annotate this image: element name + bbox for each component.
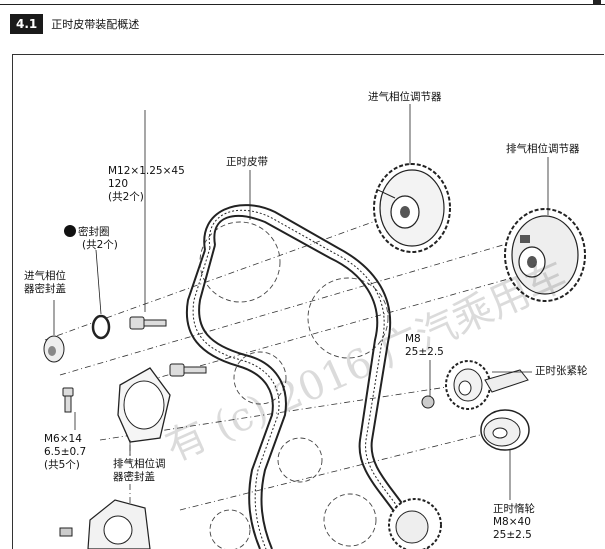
top-corner-mark bbox=[593, 0, 601, 4]
label-m8-spec: M8 25±2.5 bbox=[405, 333, 444, 359]
section-title: 正时皮带装配概述 bbox=[51, 18, 140, 31]
label-m6-size: M6×14 bbox=[44, 433, 82, 445]
diagram-frame bbox=[12, 54, 604, 549]
label-intake-cover-l2: 器密封盖 bbox=[24, 283, 66, 295]
leader-lines bbox=[74, 104, 549, 500]
m12-bolt-upper-graphic bbox=[129, 110, 167, 330]
exhaust-cover-graphic bbox=[117, 367, 171, 456]
label-m8-torque: 25±2.5 bbox=[405, 346, 444, 358]
label-seal-ring: 密封圈 (共2个) bbox=[64, 225, 118, 252]
crank-sprocket-graphic bbox=[388, 498, 442, 549]
tensioner-graphic bbox=[421, 360, 529, 410]
label-idler-name: 正时惰轮 bbox=[493, 503, 535, 515]
label-m12-bolt-torque: 120 bbox=[108, 178, 129, 190]
label-timing-belt: 正时皮带 bbox=[226, 156, 268, 168]
label-idler: 正时惰轮 M8×40 25±2.5 bbox=[493, 503, 535, 542]
label-m12-bolt-qty: (共2个) bbox=[108, 191, 144, 203]
label-exhaust-phaser: 排气相位调节器 bbox=[506, 143, 580, 155]
exhaust-phaser-graphic bbox=[504, 208, 586, 302]
label-exhaust-cover-l1: 排气相位调 bbox=[113, 458, 166, 470]
timing-belt-graphic bbox=[185, 204, 429, 549]
m12-bolt-lower-graphic bbox=[169, 363, 207, 377]
label-m6-qty: (共5个) bbox=[44, 459, 80, 471]
label-idler-size: M8×40 bbox=[493, 516, 531, 528]
label-intake-cover: 进气相位 器密封盖 bbox=[24, 270, 66, 296]
idler-graphic bbox=[480, 409, 530, 451]
water-pump-graphic bbox=[59, 499, 151, 549]
label-exhaust-cover-l2: 器密封盖 bbox=[113, 471, 155, 483]
section-number-badge: 4.1 bbox=[10, 14, 44, 34]
label-m8-size: M8 bbox=[405, 333, 421, 345]
label-m12-bolt-spec: M12×1.25×45 120 (共2个) bbox=[108, 165, 185, 204]
label-tensioner: 正时张紧轮 bbox=[535, 365, 588, 377]
top-rule bbox=[0, 4, 605, 5]
section-header: 4.1 正时皮带装配概述 bbox=[10, 13, 139, 35]
intake-cover-graphic bbox=[43, 300, 65, 363]
seal-ring-graphic bbox=[91, 249, 111, 340]
label-seal-ring-name: 密封圈 bbox=[78, 226, 110, 238]
label-intake-cover-l1: 进气相位 bbox=[24, 270, 66, 282]
alignment-lines bbox=[44, 204, 541, 530]
label-idler-torque: 25±2.5 bbox=[493, 529, 532, 541]
label-intake-phaser: 进气相位调节器 bbox=[368, 91, 442, 103]
label-m6-spec: M6×14 6.5±0.7 (共5个) bbox=[44, 433, 86, 472]
intake-phaser-graphic bbox=[373, 163, 451, 253]
bullet-dot-icon bbox=[64, 225, 76, 237]
label-seal-ring-qty: (共2个) bbox=[82, 239, 118, 251]
label-m12-bolt-size: M12×1.25×45 bbox=[108, 165, 185, 177]
m6-bolt-graphic bbox=[62, 387, 74, 413]
pulley-position-circles bbox=[199, 221, 389, 549]
label-exhaust-cover: 排气相位调 器密封盖 bbox=[113, 458, 166, 484]
label-m6-torque: 6.5±0.7 bbox=[44, 446, 87, 458]
